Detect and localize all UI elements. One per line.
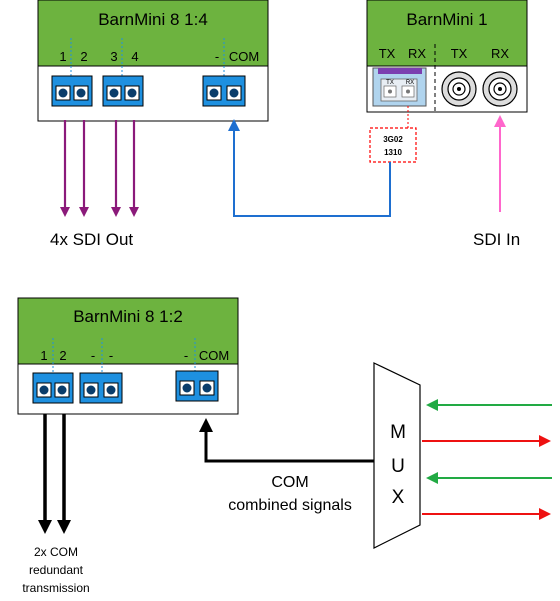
mux-letter-m: M — [390, 422, 406, 443]
device-a-port-2: 2 — [80, 49, 87, 64]
device-c-port-com: COM — [199, 348, 229, 363]
bnc-connector-rx — [482, 71, 518, 107]
device-a-connector-1-2 — [51, 75, 93, 107]
bnc-connector-tx — [441, 71, 477, 107]
device-c-port-dash-3: - — [184, 348, 188, 363]
device-c-connector-1-2 — [32, 372, 74, 404]
device-c-title: BarnMini 8 1:2 — [73, 307, 183, 326]
device-a-port-com: COM — [229, 49, 259, 64]
mux-signal-arrows — [422, 399, 552, 520]
device-a-port-4: 4 — [131, 49, 138, 64]
sfp-tag-line1: 3G02 — [383, 135, 403, 144]
sfp-tx-mark: TX — [386, 80, 394, 86]
device-c-connector-com — [175, 370, 219, 402]
device-c-port-1: 1 — [40, 348, 47, 363]
device-b-title: BarnMini 1 — [406, 10, 487, 29]
device-barnmini-1: BarnMini 1 TX RX TX RX TX RX — [366, 0, 528, 113]
com-label: COM — [271, 474, 308, 491]
device-a-connector-3-4 — [102, 75, 144, 107]
device-a-port-1: 1 — [59, 49, 66, 64]
mux-letter-u: U — [391, 456, 405, 477]
device-c-connector-dash — [79, 372, 123, 404]
sfp-module: TX RX — [372, 67, 427, 107]
sdi-out-label: 4x SDI Out — [50, 230, 133, 249]
device-c-port-2: 2 — [59, 348, 66, 363]
sfp-tag-line2: 1310 — [384, 148, 402, 157]
com-out-label-line2: redundant — [29, 563, 84, 577]
device-c-port-dash-1: - — [91, 348, 95, 363]
device-barnmini-8-1-2: BarnMini 8 1:2 1 2 - - - COM — [17, 297, 239, 415]
sfp-rx-mark: RX — [406, 80, 414, 86]
com-out-label-line3: transmission — [22, 581, 89, 595]
device-c-port-dash-2: - — [109, 348, 113, 363]
com-out-label-line1: 2x COM — [34, 545, 78, 559]
mux-block — [373, 362, 421, 549]
device-b-bnc-rx-label: RX — [491, 46, 509, 61]
com-out-arrows — [38, 414, 71, 534]
device-b-sfp-rx-label: RX — [408, 46, 426, 61]
device-barnmini-8-1-4: BarnMini 8 1:4 1 2 3 4 - COM — [37, 0, 269, 122]
combined-signal-arrow — [199, 418, 374, 463]
combined-signals-label: combined signals — [228, 497, 352, 514]
device-a-port-dash: - — [215, 49, 219, 64]
device-b-sfp-tx-label: TX — [379, 46, 396, 61]
fiber-link-arrow — [228, 119, 391, 217]
mux-letter-x: X — [392, 487, 405, 508]
device-a-connector-com — [202, 75, 246, 107]
sdi-in-label: SDI In — [473, 230, 520, 249]
device-b-bnc-tx-label: TX — [451, 46, 468, 61]
device-a-title: BarnMini 8 1:4 — [98, 10, 208, 29]
sdi-out-arrows — [60, 120, 139, 217]
sfp-tag-box — [369, 127, 417, 163]
device-a-port-3: 3 — [110, 49, 117, 64]
